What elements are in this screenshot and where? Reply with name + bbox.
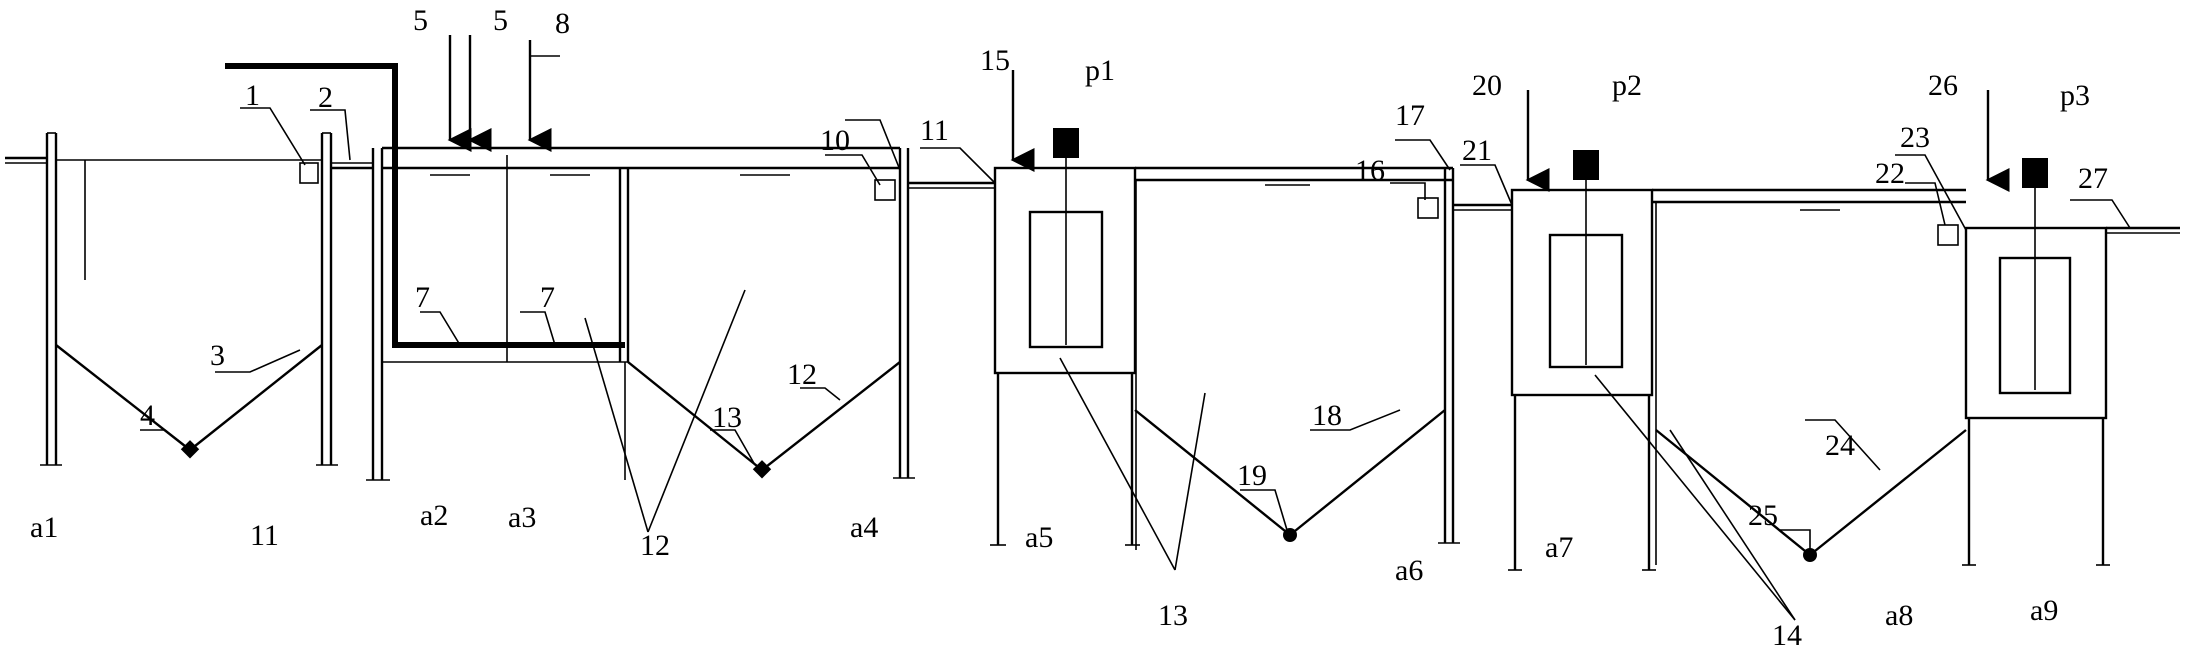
sludge-outlet-13 [752, 460, 772, 479]
tank-a8 [1652, 188, 1967, 565]
label-a1: a1 [30, 511, 58, 544]
label-11a: 11 [250, 519, 279, 552]
label-a7: a7 [1545, 531, 1573, 564]
label-12a: 12 [640, 529, 670, 562]
label-3: 3 [210, 339, 225, 372]
label-13b: 13 [1158, 599, 1188, 632]
label-22: 22 [1875, 157, 1905, 190]
label-25: 25 [1748, 499, 1778, 532]
label-26: 26 [1928, 69, 1958, 102]
label-17: 17 [1395, 99, 1425, 132]
tank-a6 [1134, 166, 1460, 550]
label-a4: a4 [850, 511, 878, 544]
label-20: 20 [1472, 69, 1502, 102]
mixer-motor-p1 [1053, 128, 1079, 158]
label-p2: p2 [1612, 69, 1642, 102]
label-p1: p1 [1085, 54, 1115, 87]
label-24: 24 [1825, 429, 1855, 462]
label-p3: p3 [2060, 79, 2090, 112]
tank-a9 [1962, 158, 2110, 566]
label-a3: a3 [508, 501, 536, 534]
label-7b: 7 [540, 281, 555, 314]
tank-a2-a3-a4 [366, 146, 915, 481]
label-7a: 7 [415, 281, 430, 314]
label-19: 19 [1237, 459, 1267, 492]
label-14: 14 [1772, 619, 1802, 651]
sludge-outlet-25 [1803, 548, 1817, 562]
label-16: 16 [1355, 154, 1385, 187]
label-4: 4 [140, 399, 155, 432]
label-a9: a9 [2030, 594, 2058, 627]
tank-a7 [1508, 150, 1656, 571]
overflow-weir-22 [1937, 224, 1959, 246]
mixer-motor-p2 [1573, 150, 1599, 180]
label-15: 15 [980, 44, 1010, 77]
label-11b: 11 [920, 114, 949, 147]
label-10: 10 [820, 124, 850, 157]
label-2: 2 [318, 81, 333, 114]
sludge-outlet-19 [1283, 528, 1297, 542]
label-a5: a5 [1025, 521, 1053, 554]
label-a6: a6 [1395, 554, 1423, 587]
sludge-outlet-4 [180, 440, 200, 459]
overflow-weir-10 [874, 179, 896, 201]
tank-a5 [990, 128, 1140, 546]
label-18: 18 [1312, 399, 1342, 432]
label-5b: 5 [493, 4, 508, 37]
label-8: 8 [555, 7, 570, 40]
label-13a: 13 [712, 401, 742, 434]
label-21: 21 [1462, 134, 1492, 167]
mixer-motor-p3 [2022, 158, 2048, 188]
label-5a: 5 [413, 4, 428, 37]
label-a8: a8 [1885, 599, 1913, 632]
dosing-pipe-7 [225, 63, 625, 348]
leader-lines [140, 55, 2131, 621]
label-12b: 12 [787, 358, 817, 391]
overflow-weir-1 [299, 162, 319, 184]
tank-a1 [40, 132, 338, 466]
label-27: 27 [2078, 162, 2108, 195]
overflow-weir-16 [1417, 197, 1439, 219]
label-23: 23 [1900, 121, 1930, 154]
label-1: 1 [245, 79, 260, 112]
label-a2: a2 [420, 499, 448, 532]
